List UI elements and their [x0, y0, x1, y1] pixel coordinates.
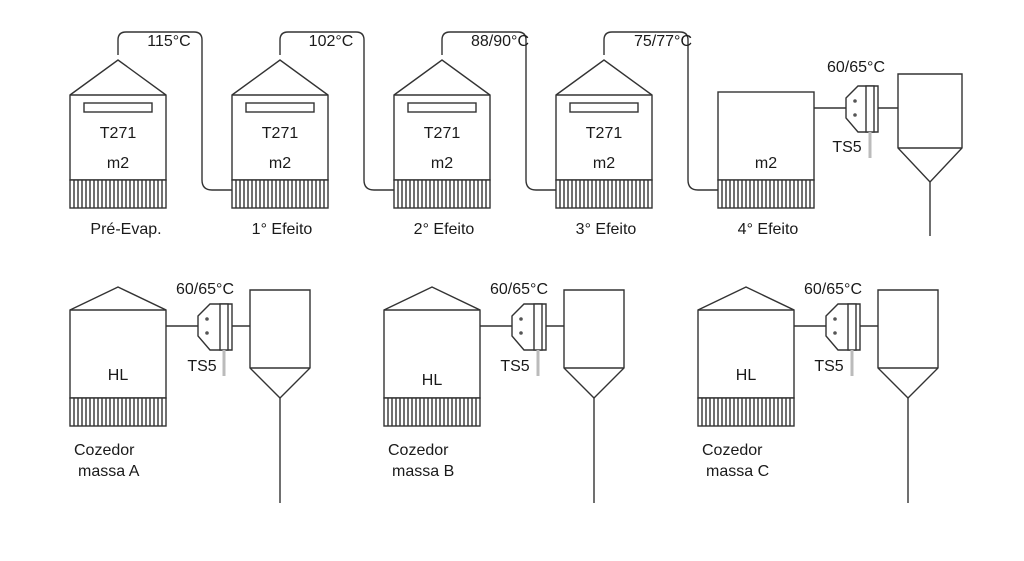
evaporator-pre-evap: T271 m2 Pré-Evap. — [69, 59, 167, 238]
evaporator-name: Pré-Evap. — [90, 221, 161, 238]
pan-condenser-tag: TS5 — [187, 358, 216, 375]
calandria-tubes — [397, 180, 487, 208]
pan-name-line1: Cozedor — [388, 442, 449, 459]
evaporator-unit: m2 — [593, 155, 615, 172]
evaporator-unit: m2 — [269, 155, 291, 172]
heating-plate — [245, 102, 315, 113]
pan-temperature: 60/65°C — [176, 281, 234, 298]
evaporator-name: 3° Efeito — [576, 221, 637, 238]
pan-temperature: 60/65°C — [804, 281, 862, 298]
evaporator-unit: m2 — [431, 155, 453, 172]
pan-name-line2: massa B — [392, 463, 454, 480]
top-condenser-temperature: 60/65°C — [827, 59, 885, 76]
evaporator-name: 2° Efeito — [414, 221, 475, 238]
calandria-tubes — [387, 398, 477, 426]
pan-condenser-tag: TS5 — [500, 358, 529, 375]
calandria-tubes — [73, 180, 163, 208]
evaporator-tag: T271 — [586, 125, 623, 142]
evaporator-3-efeito: T271 m2 3° Efeito — [555, 59, 653, 238]
vapor-lines — [117, 31, 718, 191]
temperature-label-4: 75/77°C — [634, 33, 692, 50]
evaporator-unit: m2 — [755, 155, 777, 172]
evaporator-name: 1° Efeito — [252, 221, 313, 238]
evaporator-2-efeito: T271 m2 2° Efeito — [393, 59, 491, 238]
calandria-tubes — [701, 398, 791, 426]
evaporator-tag: T271 — [100, 125, 137, 142]
pan-label: HL — [736, 367, 757, 384]
calandria-tubes — [73, 398, 163, 426]
evaporator-tag: T271 — [262, 125, 299, 142]
evaporator-unit: m2 — [107, 155, 129, 172]
temperature-label-2: 102°C — [309, 33, 354, 50]
evaporator-1-efeito: T271 m2 1° Efeito — [231, 59, 329, 238]
top-condenser-assembly: 60/65°C TS5 — [814, 59, 963, 236]
pan-condenser-tag: TS5 — [814, 358, 843, 375]
pan-label: HL — [422, 372, 443, 389]
calandria-tubes — [235, 180, 325, 208]
pan-name-line2: massa C — [706, 463, 769, 480]
vacuum-pan-b: HL 60/65°C TS5 Cozedor massa B — [383, 281, 625, 503]
evaporator-name: 4° Efeito — [738, 221, 799, 238]
vacuum-pan-c: HL 60/65°C TS5 Cozedor massa C — [697, 281, 939, 503]
heating-plate — [569, 102, 639, 113]
pan-temperature: 60/65°C — [490, 281, 548, 298]
temperature-label-1: 115°C — [147, 33, 190, 50]
evaporator-4-efeito: m2 4° Efeito — [717, 91, 815, 238]
calandria-tubes — [559, 180, 649, 208]
evaporator-tag: T271 — [424, 125, 461, 142]
temperature-label-3: 88/90°C — [471, 33, 529, 50]
calandria-tubes — [721, 180, 811, 208]
heating-plate — [407, 102, 477, 113]
pan-name-line2: massa A — [78, 463, 140, 480]
top-condenser-tag: TS5 — [832, 139, 861, 156]
pan-label: HL — [108, 367, 129, 384]
vacuum-pan-a: HL 60/65°C TS5 Cozedor massa A — [69, 281, 311, 503]
pan-name-line1: Cozedor — [74, 442, 135, 459]
heating-plate — [83, 102, 153, 113]
pan-name-line1: Cozedor — [702, 442, 763, 459]
